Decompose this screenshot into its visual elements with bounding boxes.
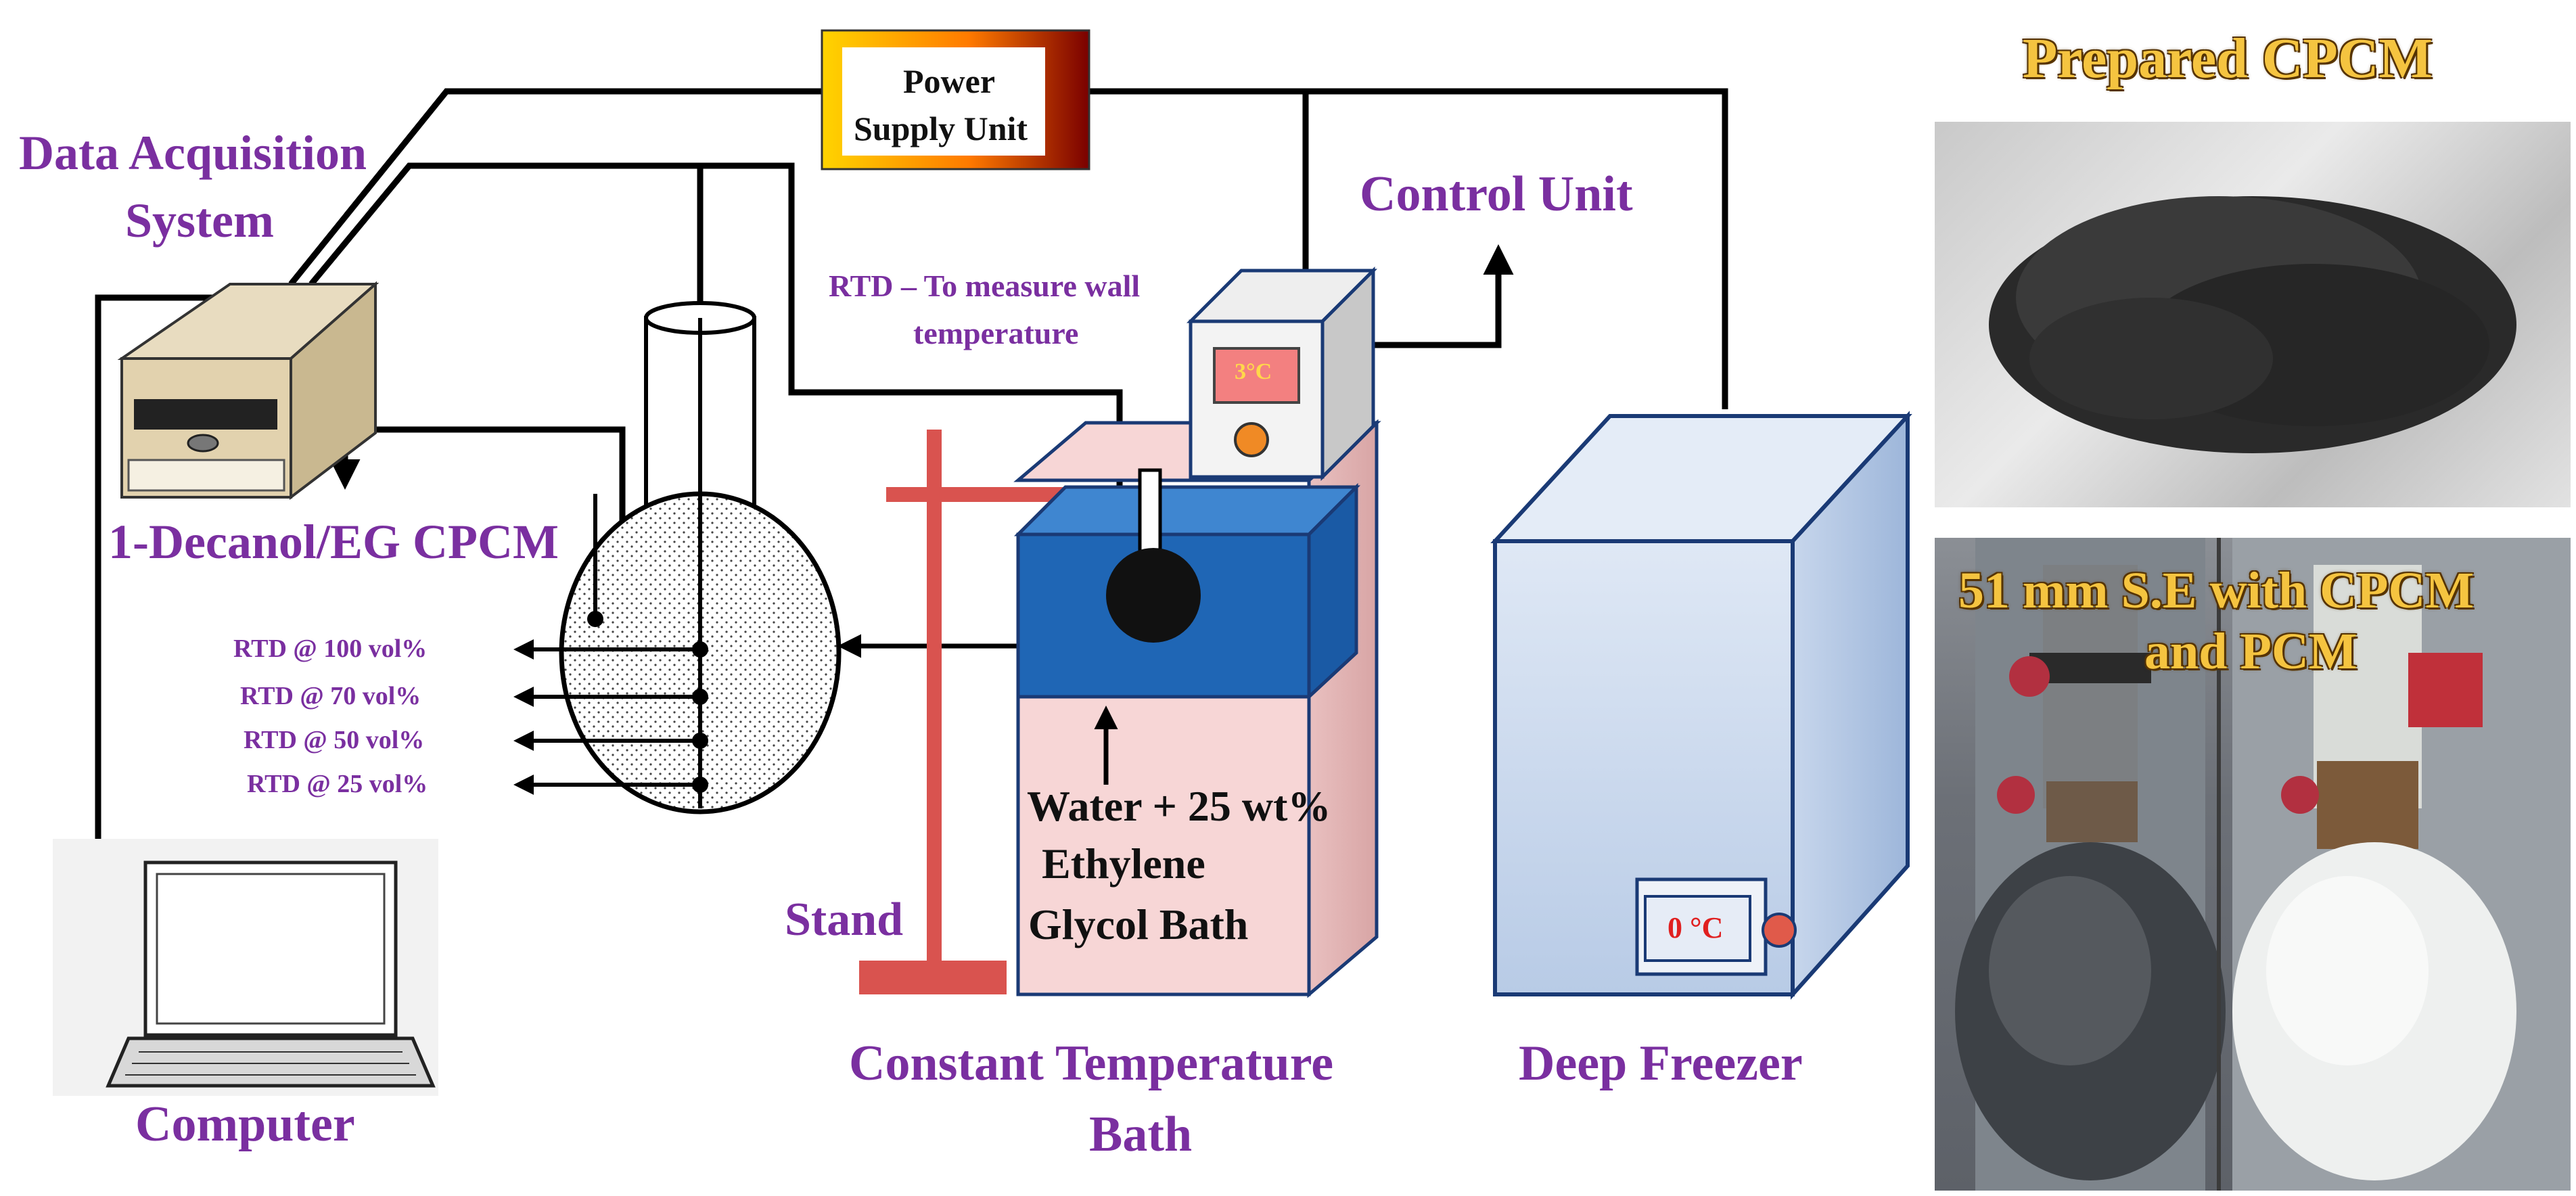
se-photo-title-line1: 51 mm S.E with CPCM [1958,562,2475,619]
power-supply-label-line1: Power [903,62,996,100]
rtd-wall-label-line1: RTD – To measure wall [829,269,1141,303]
bath-content-label-line1: Water + 25 wt% [1027,782,1331,830]
se-photo-title-line2: and PCM [2144,623,2358,680]
power-supply-unit [821,29,1090,170]
laptop-computer [53,839,438,1096]
computer-label: Computer [135,1097,355,1152]
rtd-100-label: RTD @ 100 vol% [233,635,428,663]
wiring [95,88,1728,1038]
rtd-50-label: RTD @ 50 vol% [244,726,425,754]
data-acquisition-device [117,281,380,501]
bath-content-label-line3: Glycol Bath [1028,900,1249,948]
data-acquisition-label-line1: Data Acquisition [19,126,367,180]
rtd-70-label: RTD @ 70 vol% [240,682,421,710]
data-acquisition-label-line2: System [125,193,274,248]
control-unit-label: Control Unit [1360,166,1633,222]
prepared-cpcm-title: Prepared CPCM [2023,27,2433,90]
power-supply-label-line2: Supply Unit [854,110,1028,147]
constant-temperature-label-line1: Constant Temperature [849,1036,1334,1091]
bath-control-unit [1186,266,1378,482]
constant-temperature-bath [1013,419,1381,998]
bath-content-label-line2: Ethylene [1042,840,1205,888]
rtd-25-label: RTD @ 25 vol% [247,770,428,798]
prepared-cpcm-photo [1935,122,2571,507]
rtd-wall-label-line2: temperature [913,316,1079,350]
se-flasks-image [1955,538,2571,1191]
cpcm-label: 1-Decanol/EG CPCM [108,515,559,569]
se-flasks-photo [1935,538,2571,1191]
cpcm-flask [513,301,842,814]
deep-freezer-label: Deep Freezer [1519,1036,1803,1091]
stand-label: Stand [785,894,904,946]
cpcm-powder-image [1989,196,2516,453]
deep-freezer [1490,411,1912,1000]
constant-temperature-label-line2: Bath [1089,1107,1193,1162]
freezer-display: 0 °C [1668,911,1724,944]
control-unit-display: 3°C [1235,359,1272,384]
